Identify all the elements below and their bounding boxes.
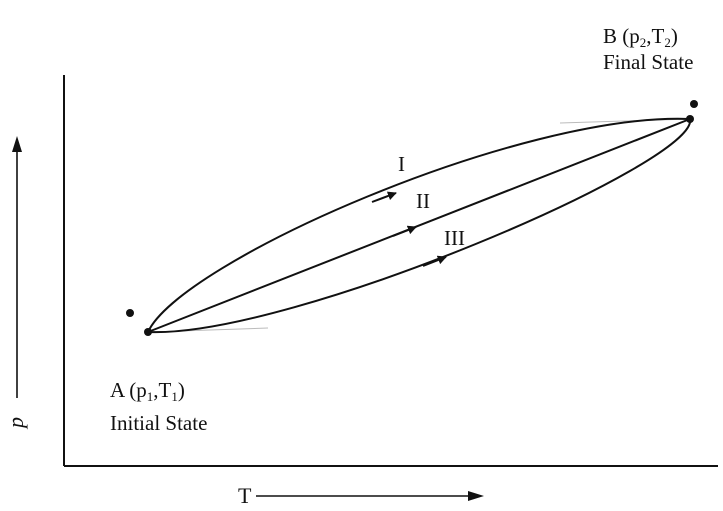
state-a-label: A (p1,T1) bbox=[110, 378, 185, 404]
p-axis-arrowhead bbox=[12, 136, 22, 152]
path-III-arrow bbox=[422, 255, 447, 267]
state-b-label: B (p2,T2) bbox=[603, 24, 678, 50]
t-axis-label: T bbox=[238, 483, 252, 508]
path-II-label: II bbox=[416, 189, 430, 213]
path-I-curve bbox=[147, 117, 691, 333]
path-I-arrow bbox=[371, 191, 397, 203]
state-b-caption: Final State bbox=[603, 50, 693, 74]
p-axis-label: p bbox=[3, 417, 28, 430]
path-II-arrow bbox=[392, 225, 417, 237]
path-I-label: I bbox=[398, 152, 405, 176]
stray-dot-right bbox=[690, 100, 698, 108]
path-III-curve bbox=[147, 118, 692, 334]
t-axis-arrowhead bbox=[468, 491, 484, 501]
path-II-line bbox=[147, 118, 691, 333]
path-III-label: III bbox=[444, 226, 465, 250]
state-a-point bbox=[144, 328, 152, 336]
stray-dot-left bbox=[126, 309, 134, 317]
state-b-point bbox=[686, 115, 694, 123]
state-a-caption: Initial State bbox=[110, 411, 207, 435]
